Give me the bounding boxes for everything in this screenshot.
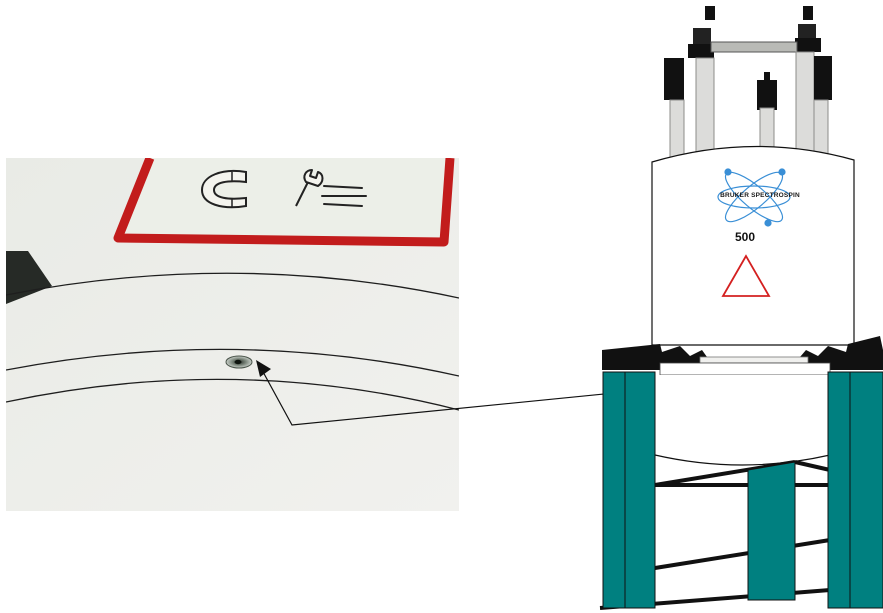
magnet-body <box>652 146 854 345</box>
arrow-head <box>256 360 271 377</box>
top-columns <box>664 6 832 168</box>
brand-label: BRUKER SPECTROSPIN <box>690 192 830 199</box>
lower-housing <box>655 375 830 465</box>
model-label: 500 <box>720 230 770 244</box>
